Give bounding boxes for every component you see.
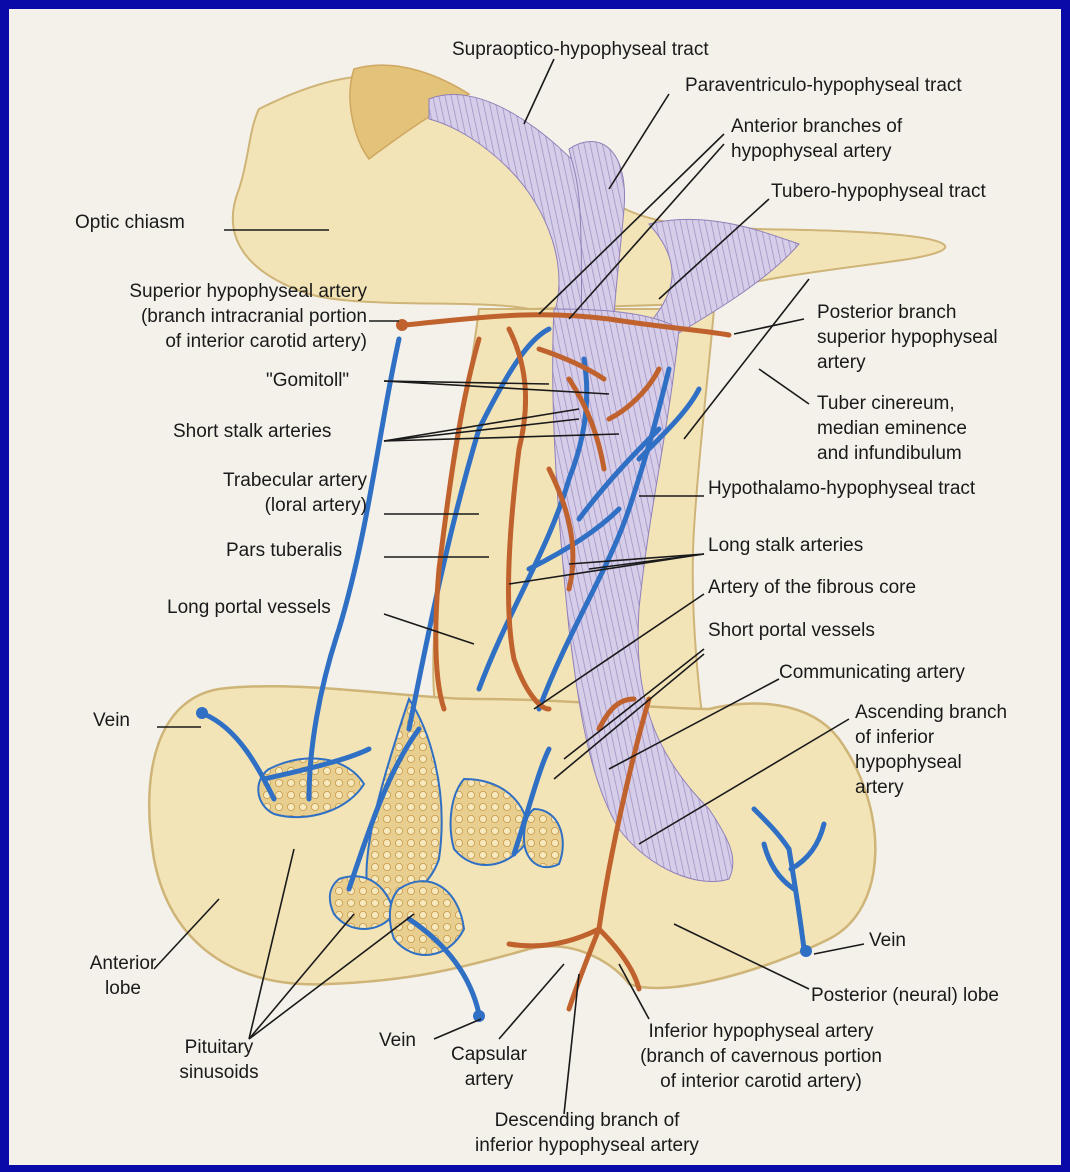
- label-short-stalk: Short stalk arteries: [173, 419, 331, 444]
- label-tuber-cinereum: Tuber cinereum, median eminence and infu…: [817, 391, 967, 466]
- label-long-stalk: Long stalk arteries: [708, 533, 863, 558]
- label-vein-bottom: Vein: [379, 1028, 416, 1053]
- label-gomitoli: "Gomitoll": [266, 368, 349, 393]
- label-paraventriculo-tract: Paraventriculo-hypophyseal tract: [685, 73, 962, 98]
- label-supraoptico-tract: Supraoptico-hypophyseal tract: [452, 37, 709, 62]
- label-long-portal: Long portal vessels: [167, 595, 331, 620]
- label-vein-right: Vein: [869, 928, 906, 953]
- label-posterior-branch: Posterior branch superior hypophyseal ar…: [817, 300, 998, 375]
- label-communicating: Communicating artery: [779, 660, 965, 685]
- label-tubero-tract: Tubero-hypophyseal tract: [771, 179, 986, 204]
- label-pars-tuberalis: Pars tuberalis: [226, 538, 342, 563]
- label-anterior-branches: Anterior branches of hypophyseal artery: [731, 114, 902, 164]
- label-descending-branch: Descending branch of inferior hypophysea…: [439, 1108, 735, 1158]
- label-optic-chiasm: Optic chiasm: [75, 210, 185, 235]
- label-fibrous-core: Artery of the fibrous core: [708, 575, 916, 600]
- diagram-canvas: Supraoptico-hypophyseal tract Paraventri…: [9, 9, 1061, 1165]
- label-ascending-branch: Ascending branch of inferior hypophyseal…: [855, 700, 1007, 800]
- label-capsular: Capsular artery: [439, 1042, 539, 1092]
- label-inferior-artery: Inferior hypophyseal artery (branch of c…: [601, 1019, 921, 1094]
- label-pituitary-sinusoids: Pituitary sinusoids: [159, 1035, 279, 1085]
- label-posterior-lobe: Posterior (neural) lobe: [811, 983, 999, 1008]
- label-hypothalamo-tract: Hypothalamo-hypophyseal tract: [708, 476, 975, 501]
- label-vein-left: Vein: [93, 708, 130, 733]
- label-anterior-lobe: Anterior lobe: [69, 951, 177, 1001]
- label-short-portal: Short portal vessels: [708, 618, 875, 643]
- label-trabecular: Trabecular artery (loral artery): [129, 468, 367, 518]
- label-superior-artery: Superior hypophyseal artery (branch intr…: [49, 279, 367, 354]
